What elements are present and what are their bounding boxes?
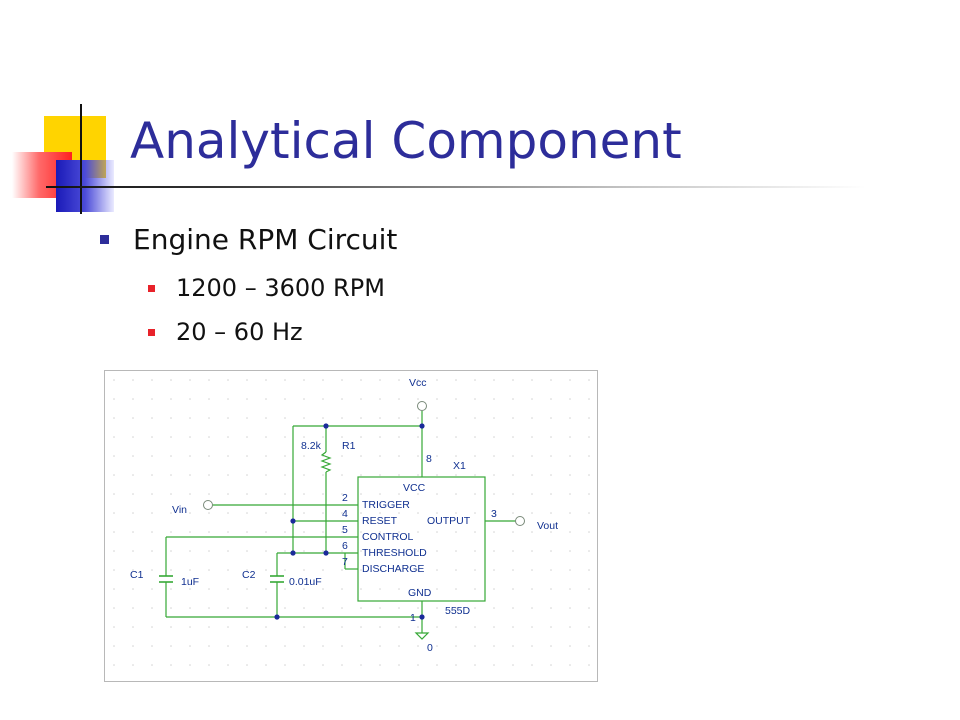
bullet-square-icon	[100, 234, 109, 244]
c2-name-label: C2	[242, 569, 256, 581]
capacitor-c2	[270, 575, 284, 583]
pin-threshold-label: THRESHOLD	[362, 547, 427, 559]
bullet-text: Engine RPM Circuit	[133, 222, 398, 256]
ground-label: 0	[427, 642, 433, 654]
schematic-grid	[105, 371, 597, 681]
pin-discharge-number: 7	[342, 556, 348, 568]
ic-555-body	[357, 476, 486, 602]
pin-reset-number: 4	[342, 508, 348, 520]
pin-vcc-number: 8	[426, 453, 432, 465]
c1-name-label: C1	[130, 569, 144, 581]
sub-bullet-text: 20 – 60 Hz	[176, 318, 303, 346]
bullet-engine-rpm: Engine RPM Circuit	[100, 219, 397, 259]
vcc-terminal	[417, 401, 427, 411]
pin-control-number: 5	[342, 524, 348, 536]
pin-control-label: CONTROL	[362, 531, 413, 543]
vout-terminal	[515, 516, 525, 526]
pin-trigger-number: 2	[342, 492, 348, 504]
pin-discharge-label: DISCHARGE	[362, 563, 424, 575]
c2-value-label: 0.01uF	[289, 576, 322, 588]
ic-name-label: X1	[453, 460, 466, 472]
deco-horizontal-line	[46, 186, 866, 188]
capacitor-c1	[159, 575, 173, 583]
vin-terminal	[203, 500, 213, 510]
sub-bullet-square-icon	[148, 284, 155, 292]
r1-name-label: R1	[342, 440, 356, 452]
wires	[165, 411, 516, 633]
sub-bullet-square-icon	[148, 328, 155, 336]
sub-bullet-rpm-range: 1200 – 3600 RPM	[148, 271, 385, 305]
pin-output-label: OUTPUT	[427, 515, 471, 527]
c1-value-label: 1uF	[181, 576, 199, 588]
pin-threshold-number: 6	[342, 540, 348, 552]
ground-icon	[414, 632, 430, 640]
pin-gnd-label: GND	[408, 587, 432, 599]
resistor-r1	[320, 451, 332, 473]
pin-trigger-label: TRIGGER	[362, 499, 410, 511]
sub-bullet-text: 1200 – 3600 RPM	[176, 274, 385, 302]
ic-part-label: 555D	[445, 605, 471, 617]
pin-output-number: 3	[491, 508, 497, 520]
pin-vcc-label: VCC	[403, 482, 426, 494]
pin-reset-label: RESET	[362, 515, 398, 527]
sub-bullet-frequency-range: 20 – 60 Hz	[148, 315, 303, 349]
slide-title: Analytical Component	[130, 112, 682, 170]
r1-value-label: 8.2k	[301, 440, 322, 452]
deco-vertical-line	[80, 104, 82, 214]
circuit-schematic: Vcc 8.2k R1 8 X1 VCC 2 TRIGGER 4 RESET O…	[104, 370, 598, 682]
junction-nodes	[274, 423, 425, 620]
vcc-label: Vcc	[409, 377, 427, 389]
pin-gnd-number: 1	[410, 612, 416, 624]
vout-label: Vout	[537, 520, 558, 532]
vin-label: Vin	[172, 504, 187, 516]
